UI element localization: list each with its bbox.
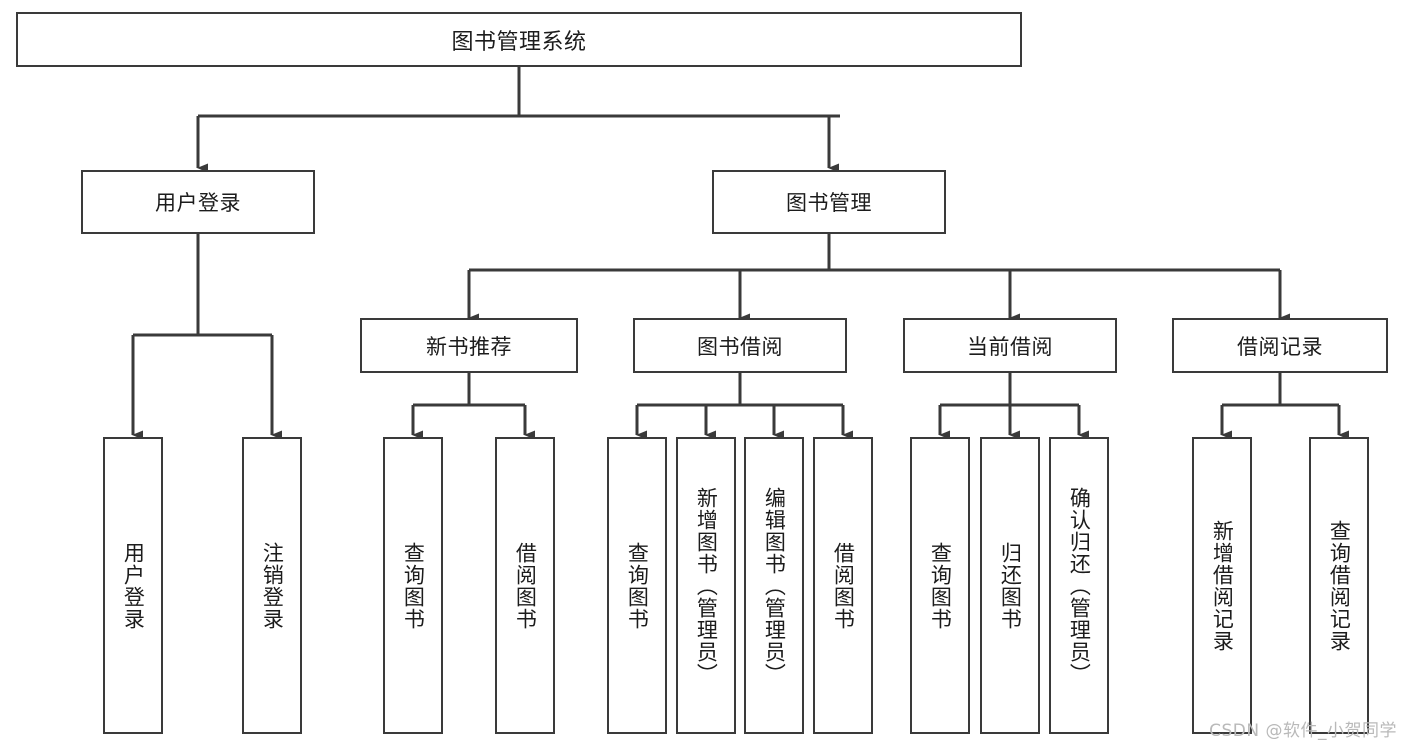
node-current-borrow[interactable]: 当前借阅 [903, 318, 1117, 373]
node-label: 查询借阅记录 [1327, 519, 1352, 652]
leaf-user-login-login[interactable]: 用户登录 [103, 437, 163, 734]
csdn-watermark: CSDN @软件_小贺同学 [1209, 721, 1397, 741]
leaf-book-borrow-borrow-book[interactable]: 借阅图书 [813, 437, 873, 734]
leaf-current-borrow-return-book[interactable]: 归还图书 [980, 437, 1040, 734]
node-label: 注销登录 [260, 541, 285, 630]
node-label: 借阅记录 [1237, 334, 1323, 359]
node-label: 查询图书 [625, 541, 650, 630]
leaf-book-borrow-query-book[interactable]: 查询图书 [607, 437, 667, 734]
leaf-book-borrow-edit-book-admin[interactable]: 编辑图书（管理员） [744, 437, 804, 734]
node-label: 确认归还（管理员） [1067, 486, 1092, 685]
node-label: 新书推荐 [426, 334, 512, 359]
node-new-book-recommend[interactable]: 新书推荐 [360, 318, 578, 373]
node-label: 借阅图书 [513, 541, 538, 630]
node-label: 编辑图书（管理员） [762, 486, 787, 685]
leaf-user-login-logout[interactable]: 注销登录 [242, 437, 302, 734]
leaf-new-book-query-book[interactable]: 查询图书 [383, 437, 443, 734]
leaf-borrow-record-query-record[interactable]: 查询借阅记录 [1309, 437, 1369, 734]
node-borrow-record[interactable]: 借阅记录 [1172, 318, 1388, 373]
node-label: 图书借阅 [697, 334, 783, 359]
node-user-login[interactable]: 用户登录 [81, 170, 315, 234]
node-root-book-management-system[interactable]: 图书管理系统 [16, 12, 1022, 67]
node-book-management[interactable]: 图书管理 [712, 170, 946, 234]
node-label: 新增图书（管理员） [694, 486, 719, 685]
leaf-borrow-record-add-record[interactable]: 新增借阅记录 [1192, 437, 1252, 734]
node-label: 查询图书 [928, 541, 953, 630]
node-label: 图书管理系统 [451, 29, 587, 55]
node-label: 查询图书 [401, 541, 426, 630]
node-label: 图书管理 [786, 191, 872, 215]
node-label: 当前借阅 [967, 334, 1053, 359]
node-label: 借阅图书 [831, 541, 856, 630]
node-label: 用户登录 [155, 191, 241, 215]
node-book-borrow[interactable]: 图书借阅 [633, 318, 847, 373]
node-label: 用户登录 [121, 541, 146, 630]
leaf-book-borrow-add-book-admin[interactable]: 新增图书（管理员） [676, 437, 736, 734]
leaf-new-book-borrow-book[interactable]: 借阅图书 [495, 437, 555, 734]
node-label: 新增借阅记录 [1210, 519, 1235, 652]
node-label: 归还图书 [998, 541, 1023, 630]
leaf-current-borrow-confirm-return-admin[interactable]: 确认归还（管理员） [1049, 437, 1109, 734]
leaf-current-borrow-query-book[interactable]: 查询图书 [910, 437, 970, 734]
